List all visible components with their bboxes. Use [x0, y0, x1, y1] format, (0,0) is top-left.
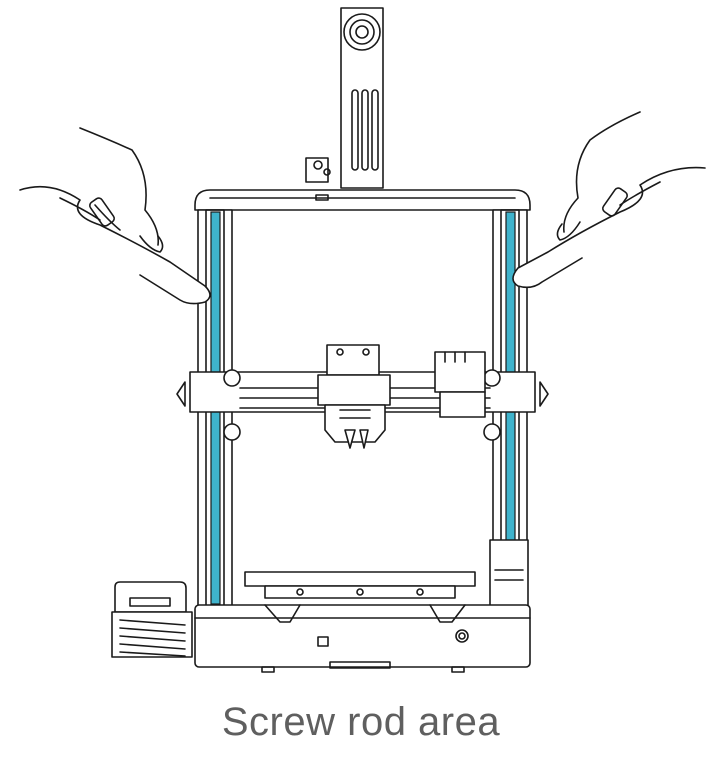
spool-holder-arm [305, 7, 384, 189]
print-bed [244, 571, 476, 599]
print-head [317, 344, 391, 449]
printer-base [194, 604, 531, 673]
left-hand-with-brush-icon [19, 127, 211, 305]
frame-top-bar [194, 189, 531, 211]
control-box [111, 581, 193, 658]
z-stepper-motor [489, 539, 529, 611]
right-hand-with-brush-icon [512, 111, 706, 289]
printer-diagram [19, 7, 706, 673]
figure-caption: Screw rod area [221, 700, 501, 744]
x-stepper-motor [434, 351, 486, 418]
